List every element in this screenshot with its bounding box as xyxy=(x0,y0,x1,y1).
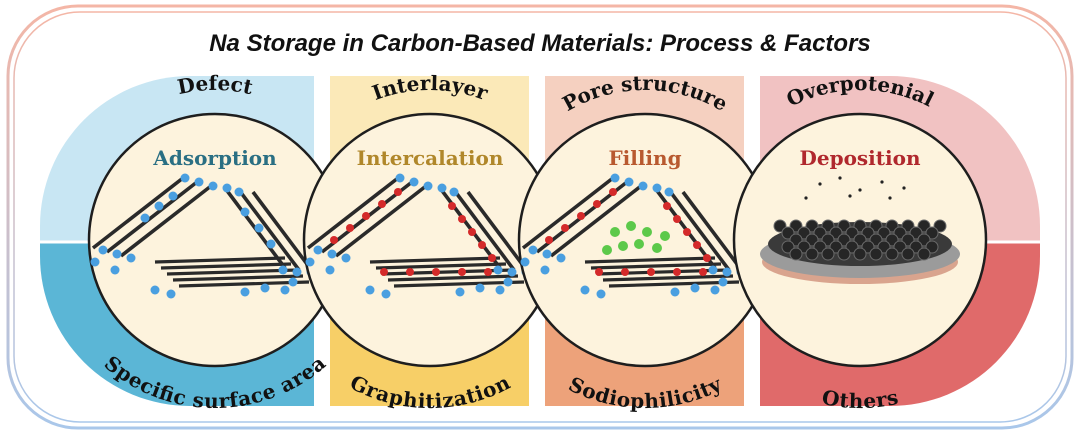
panel-deposition: Deposition xyxy=(734,114,986,366)
process-label: Filling xyxy=(608,146,681,170)
process-label: Intercalation xyxy=(357,146,504,170)
page-title: Na Storage in Carbon-Based Materials: Pr… xyxy=(0,30,1080,58)
factor-label-bottom: Others xyxy=(820,385,900,413)
process-label: Adsorption xyxy=(152,146,277,170)
process-label: Deposition xyxy=(800,146,921,170)
